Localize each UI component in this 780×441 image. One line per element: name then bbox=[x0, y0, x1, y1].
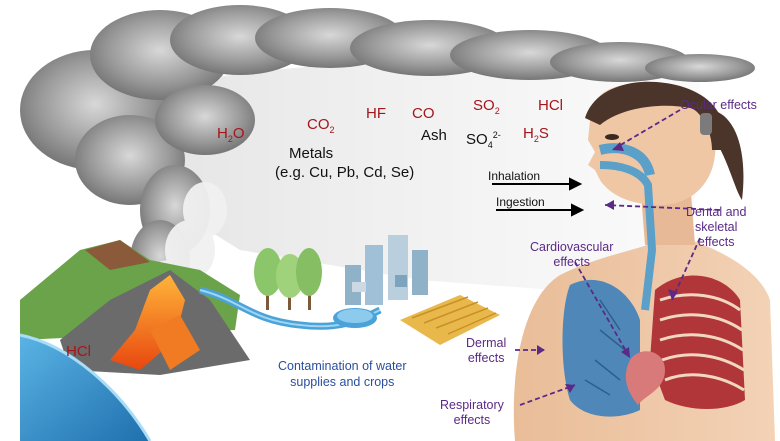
hcl-volcano-label: HCl bbox=[66, 343, 91, 360]
volcano bbox=[20, 240, 250, 375]
ingestion-label: Ingestion bbox=[496, 195, 545, 209]
hf-label: HF bbox=[366, 105, 386, 122]
effect-arrowheads bbox=[537, 142, 678, 393]
co2-label: CO2 bbox=[307, 116, 335, 135]
crop-field bbox=[400, 295, 500, 345]
route-arrows bbox=[492, 177, 585, 217]
ocular-effects-label: Ocular effects bbox=[680, 98, 757, 112]
ash-label: Ash bbox=[421, 127, 447, 144]
metals-examples-label: (e.g. Cu, Pb, Cd, Se) bbox=[275, 164, 415, 181]
ash-haze bbox=[150, 62, 700, 300]
trees bbox=[254, 248, 322, 310]
h2s-label: H2S bbox=[523, 125, 549, 144]
metals-label: Metals bbox=[289, 145, 334, 162]
sea bbox=[19, 333, 152, 441]
inhalation-label: Inhalation bbox=[488, 169, 541, 183]
co-label: CO bbox=[412, 105, 435, 122]
so2-label: SO2 bbox=[473, 97, 500, 116]
human-figure bbox=[513, 81, 775, 441]
h2o-label: H2O bbox=[217, 125, 245, 144]
so4-label: SO42- bbox=[466, 130, 501, 150]
hcl-label: HCl bbox=[538, 97, 563, 114]
city bbox=[333, 235, 428, 328]
